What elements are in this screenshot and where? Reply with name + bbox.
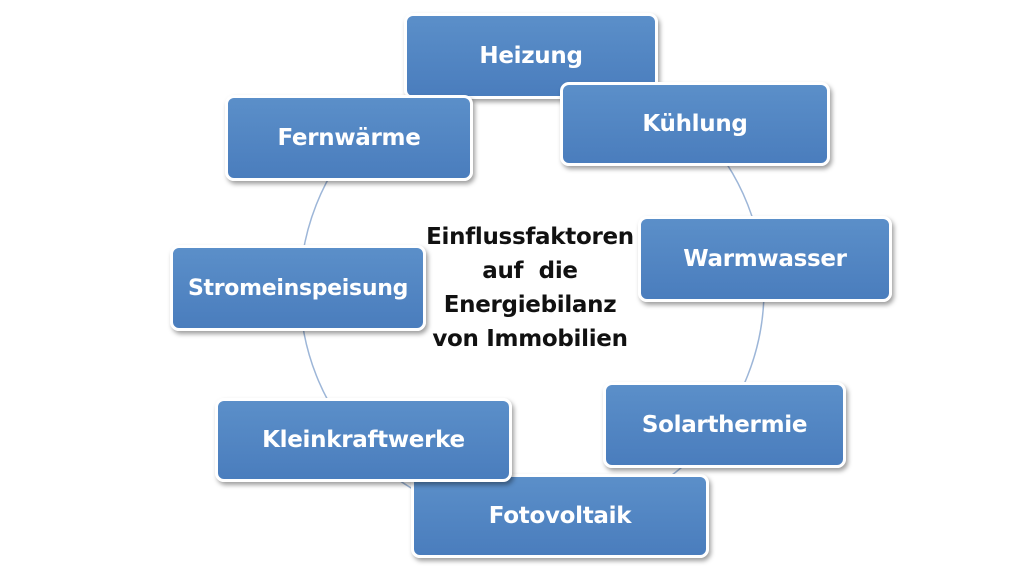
center-title-line-3: Energiebilanz <box>443 292 617 318</box>
node-warmwasser[interactable]: Warmwasser <box>638 216 892 302</box>
node-label: Kühlung <box>642 111 748 137</box>
node-stromeinspeisung[interactable]: Stromeinspeisung <box>170 245 426 331</box>
node-label: Fernwärme <box>277 125 421 151</box>
node-label: Stromeinspeisung <box>187 275 409 301</box>
node-fernwaerme[interactable]: Fernwärme <box>225 95 473 181</box>
node-solarthermie[interactable]: Solarthermie <box>603 382 846 468</box>
center-title-line-4: von Immobilien <box>432 326 628 352</box>
node-label: Solarthermie <box>641 412 808 438</box>
node-label: Heizung <box>479 43 583 69</box>
node-fotovoltaik[interactable]: Fotovoltaik <box>411 474 709 558</box>
center-title: Einflussfaktoren auf die Energiebilanz v… <box>420 220 640 356</box>
node-label: Fotovoltaik <box>488 503 632 529</box>
center-title-line-2: auf die <box>482 258 578 284</box>
node-label: Kleinkraftwerke <box>262 427 465 453</box>
center-title-line-1: Einflussfaktoren <box>426 224 634 250</box>
node-label: Warmwasser <box>683 246 847 272</box>
node-kuehlung[interactable]: Kühlung <box>560 82 830 166</box>
node-kleinkraftwerke[interactable]: Kleinkraftwerke <box>215 398 512 482</box>
